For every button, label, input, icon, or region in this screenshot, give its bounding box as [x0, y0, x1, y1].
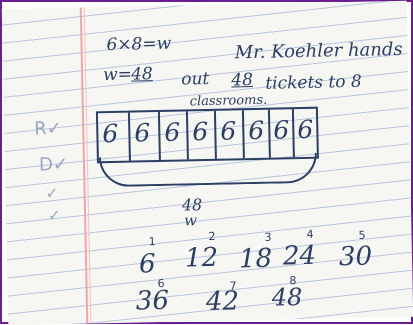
count-mark: 2: [208, 229, 216, 243]
cell-value: 6: [297, 114, 314, 145]
tape-cell: 6: [127, 112, 151, 161]
cell-value: 6: [102, 118, 119, 149]
cell-value: 6: [273, 115, 290, 145]
out-text: out: [181, 68, 210, 90]
margin-check: ✓: [47, 206, 61, 225]
count-mark: 5: [358, 228, 366, 242]
cell-value: 6: [248, 115, 265, 146]
tape-cell: 6: [241, 110, 265, 159]
tickets-text: tickets to 8: [265, 71, 362, 94]
count-value: 36: [135, 285, 170, 317]
tape-cell: 6: [267, 109, 290, 158]
tickets-value: 48: [231, 70, 254, 91]
count-value: 18: [238, 243, 273, 275]
tape-cell: 6: [185, 111, 209, 160]
unknown-label: w: [184, 211, 198, 230]
cell-value: 6: [134, 118, 151, 148]
count-mark: 1: [148, 235, 156, 249]
w-label: w=: [102, 64, 133, 86]
cell-value: 6: [192, 116, 209, 147]
total-bracket: [98, 152, 318, 188]
count-value: 48: [271, 283, 303, 312]
tape-cell: 6: [213, 110, 237, 159]
count-mark: 4: [306, 227, 314, 241]
count-value: 24: [282, 240, 317, 272]
w-value: 48: [130, 64, 153, 85]
equation-text: 6×8=w: [106, 33, 172, 56]
count-value: 42: [205, 286, 240, 318]
count-value: 6: [138, 249, 156, 280]
cell-value: 6: [220, 116, 237, 146]
tape-cell: 6: [98, 113, 119, 161]
tape-cell: 6: [157, 111, 181, 161]
margin-check: R✓: [34, 118, 63, 140]
margin-check: ✓: [45, 184, 59, 203]
classrooms-text: classrooms.: [189, 92, 268, 110]
count-mark: 3: [264, 230, 272, 244]
count-value: 12: [184, 242, 219, 274]
tape-cell: 6: [291, 109, 314, 158]
teacher-text: Mr. Koehler hands: [234, 38, 403, 64]
cell-value: 6: [164, 117, 181, 147]
count-value: 30: [338, 241, 373, 273]
margin-check: D✓: [38, 153, 69, 176]
